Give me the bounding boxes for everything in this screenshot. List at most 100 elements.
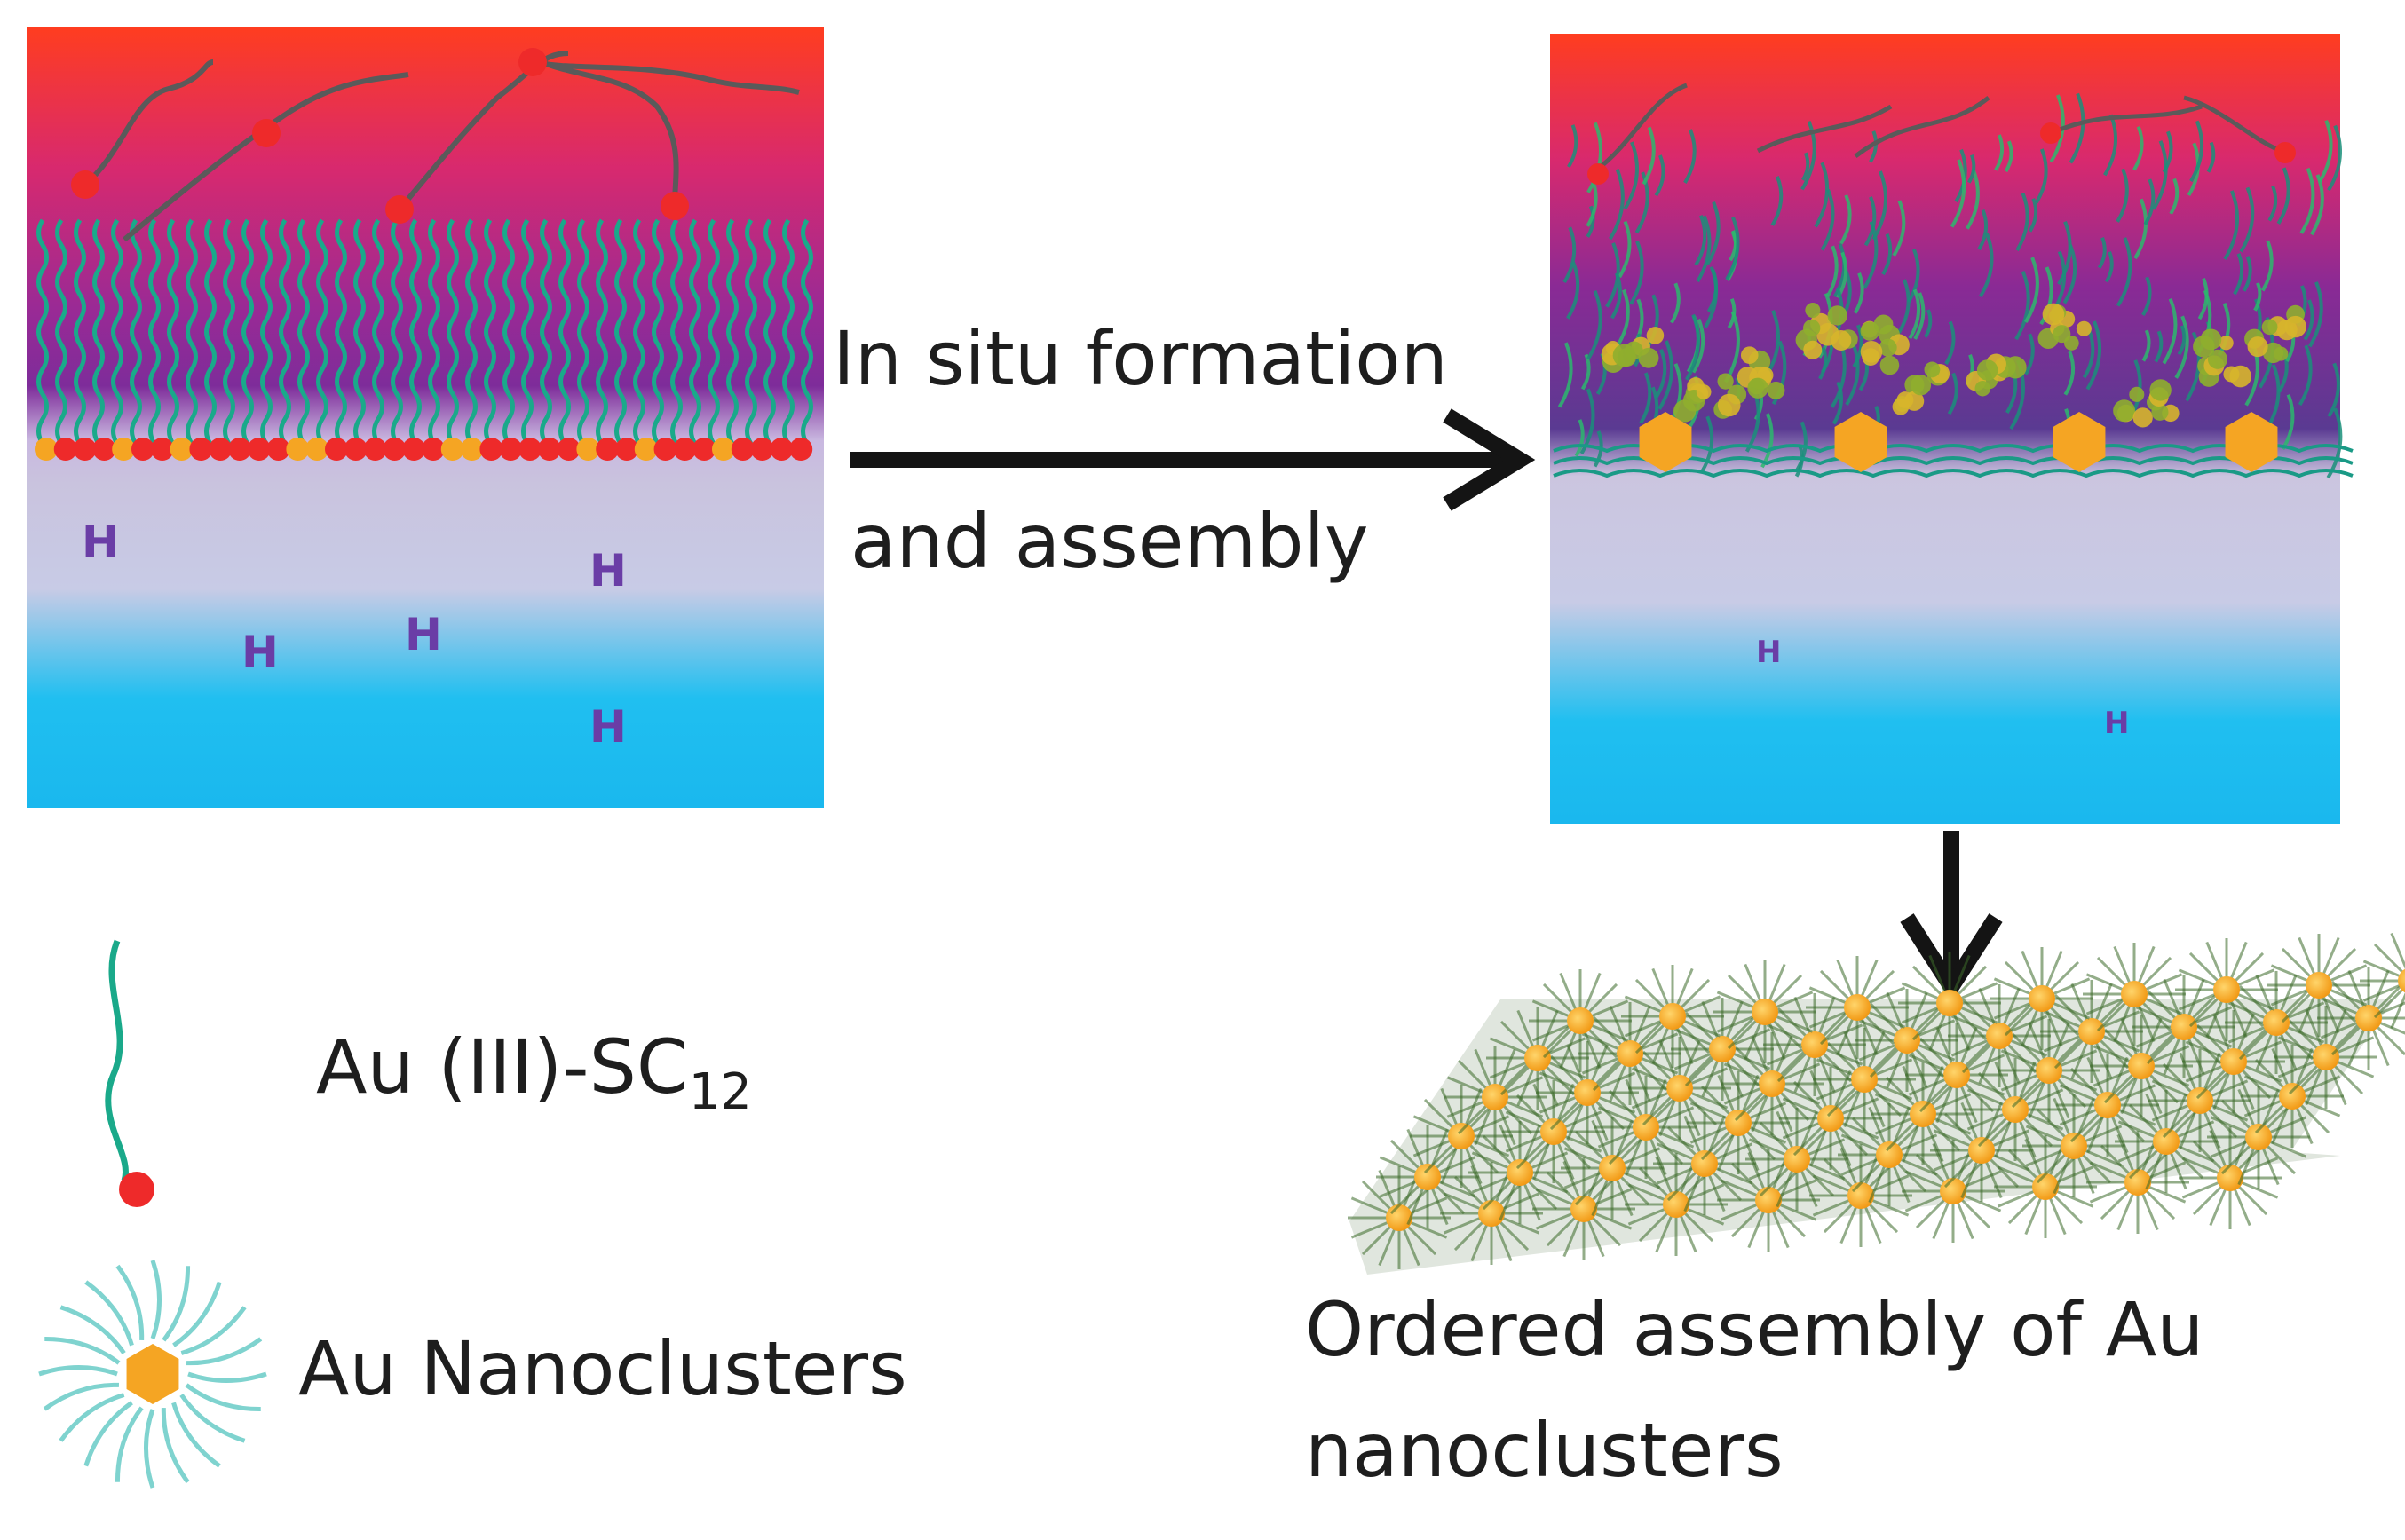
ligand-spike: [2229, 1000, 2248, 1039]
ligand-spike: [2326, 992, 2357, 1023]
ligand-spike: [1498, 1048, 1516, 1086]
down-arrow: [1900, 831, 2003, 1002]
ligand-spike: [2099, 1039, 2130, 1070]
ligand-spike: [2305, 1068, 2323, 1106]
ligand-spike: [2210, 1116, 2248, 1134]
ligand-spike: [1956, 1202, 1974, 1240]
ligand-strand: [2162, 297, 2178, 365]
ligand-spike: [1542, 983, 1573, 1014]
ligand-strand: [1562, 226, 1577, 284]
ligand-spike: [171, 1402, 221, 1468]
ligand-spike: [2227, 1025, 2266, 1044]
ligand-spike: [1792, 1080, 1824, 1111]
ligand-spike: [1474, 1048, 1492, 1086]
ligand-strand: [2143, 178, 2156, 225]
ligand-chain: [186, 218, 198, 446]
ligand-spike: [2187, 1038, 2205, 1076]
ligand-spike: [1651, 967, 1670, 1006]
ligand-spike: [2007, 1194, 2038, 1225]
ligand-spike: [1623, 1171, 1661, 1189]
ligand-spike: [2237, 1148, 2256, 1186]
ligand-strand: [1618, 220, 1632, 279]
ligand-spike: [1868, 1203, 1899, 1234]
ligand-spike: [1994, 1120, 2013, 1158]
cluster-particle: [2151, 403, 2169, 421]
ligand-spike: [1867, 1031, 1886, 1069]
ligand-spike: [1851, 1162, 1882, 1193]
cluster-particle: [1748, 378, 1765, 395]
ligand-spike: [2298, 996, 2316, 1034]
head-group-dot: [596, 438, 620, 461]
ligand-spike: [2238, 1030, 2269, 1061]
ligand-chain: [633, 218, 645, 446]
ligand-spike: [2298, 936, 2316, 975]
ligand-spike: [1875, 1082, 1913, 1101]
ligand-spike: [1823, 1203, 1854, 1234]
gold-core: [1663, 1191, 1689, 1218]
head-group-dot: [537, 438, 561, 461]
ligand-spike: [2094, 983, 2113, 1021]
head-group-dot: [653, 438, 677, 461]
ligand-spike: [179, 1394, 246, 1443]
ligand-spike: [1412, 1115, 1451, 1133]
head-group-dot: [422, 438, 445, 461]
ligand-spike: [1914, 1047, 1945, 1078]
ligand-strand: [1629, 241, 1644, 305]
nanocluster-legend-icon: [38, 1260, 267, 1489]
ligand-spike: [1715, 1142, 1753, 1161]
ligand-spike: [2233, 1189, 2251, 1227]
cluster-particle: [2113, 399, 2136, 423]
ligand-strand: [1845, 342, 1860, 406]
precursor-head: [518, 48, 547, 76]
cluster-particle: [2193, 336, 2215, 358]
ligand-spike: [1609, 1005, 1627, 1043]
ligand-spike: [1838, 1125, 1869, 1157]
ligand-spike: [1587, 1028, 1618, 1059]
ligand-spike: [1516, 1069, 1535, 1107]
ligand-spike: [1574, 1175, 1605, 1206]
ligand-spike: [2320, 1021, 2358, 1039]
ligand-chain: [782, 218, 795, 446]
gold-head-dot: [112, 438, 136, 461]
ligand-spike: [2056, 1078, 2087, 1109]
head-group-dot: [750, 438, 774, 461]
ligand-spike: [2086, 1116, 2105, 1154]
ligand-spike: [1716, 991, 1754, 1009]
ligand-spike: [1634, 1023, 1665, 1054]
ligand-spike: [1885, 1076, 1916, 1107]
ligand-spike: [1812, 1198, 1850, 1217]
ligand-spike: [1960, 1006, 1998, 1024]
assembled-nanocluster: [1444, 1046, 1547, 1149]
ligand-spike: [1440, 1147, 1459, 1185]
ligand-spike: [2269, 1140, 2307, 1158]
assembled-nanocluster: [1898, 952, 2001, 1054]
ligand-spike: [1581, 1056, 1619, 1075]
head-group-dot: [92, 438, 116, 461]
ligand-spike: [2089, 1185, 2127, 1204]
ligand-spike: [1443, 1192, 1481, 1211]
ligand-spike: [2322, 996, 2340, 1034]
ligand-spike: [1868, 986, 1906, 1005]
gold-core: [1759, 1070, 1785, 1097]
ligand-spike: [1864, 1015, 1895, 1046]
ligand-spike: [1638, 1166, 1669, 1197]
ligand-strand: [1978, 233, 1994, 298]
ligand-strand: [2177, 325, 2187, 356]
ligand-spike: [1910, 1051, 1928, 1089]
ligand-spike: [2056, 1189, 2094, 1208]
ligand-strand: [2141, 329, 2151, 362]
ligand-spike: [1725, 1000, 1744, 1039]
ligand-spike: [1471, 1151, 1509, 1170]
ligand-spike: [1748, 1138, 1786, 1157]
ligand-chain: [558, 218, 571, 446]
ligand-spike: [2100, 1144, 2131, 1175]
ligand-spike: [1656, 1142, 1694, 1161]
ligand-spike: [2288, 1064, 2319, 1095]
ligand-spike: [1869, 1047, 1900, 1078]
ligand-chain: [130, 218, 142, 446]
ligand-spike: [1673, 1052, 1712, 1070]
ligand-spike: [2337, 1060, 2375, 1078]
ligand-spike: [2006, 1043, 2037, 1074]
ligand-spike: [1594, 1100, 1626, 1131]
ligand-spike: [2145, 973, 2183, 991]
